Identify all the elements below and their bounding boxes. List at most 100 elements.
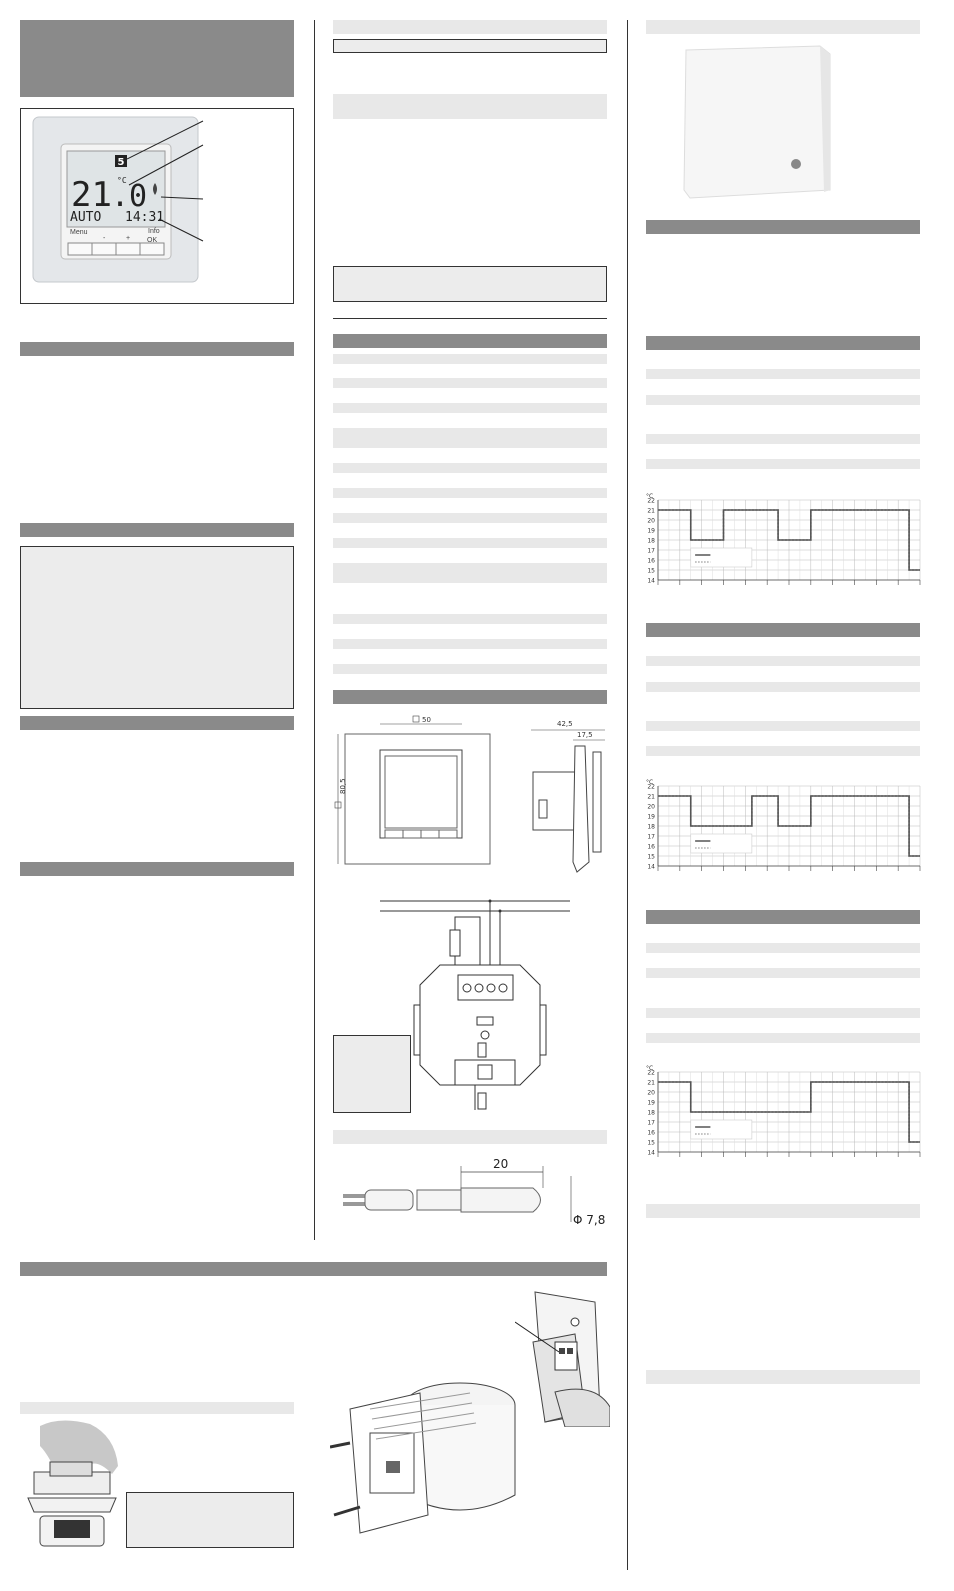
y-tick-label: 21 [647, 508, 655, 515]
y-tick-label: 19 [647, 814, 655, 821]
section-header-light [20, 1402, 294, 1414]
legend-box [690, 833, 753, 854]
divider-line [333, 318, 607, 319]
section-header [333, 334, 607, 348]
legend-box [690, 547, 753, 568]
y-tick-label: 14 [647, 864, 655, 871]
section-header [646, 336, 920, 350]
y-tick-label: 16 [647, 844, 655, 851]
y-tick-label: 22 [647, 1070, 655, 1077]
y-tick-label: 21 [647, 794, 655, 801]
table-row [646, 656, 920, 666]
front-width-label: 50 [422, 716, 431, 724]
menu-button[interactable] [67, 242, 93, 256]
section-header [646, 220, 920, 234]
sensor-box-image [683, 45, 831, 199]
y-tick-label: 20 [647, 1090, 655, 1097]
table-row [333, 563, 607, 583]
dimension-drawing-side: 42,5 17,5 [531, 720, 605, 873]
dimension-drawing-front: 50 80,5 [334, 715, 491, 865]
y-tick-label: 18 [647, 824, 655, 831]
y-tick-label: 18 [647, 1110, 655, 1117]
depth-frame-label: 17,5 [577, 731, 593, 739]
y-tick-label: 14 [647, 578, 655, 585]
y-tick-label: 17 [647, 1120, 655, 1127]
legend-box [333, 1035, 411, 1113]
section-header [20, 523, 294, 537]
y-tick-label: 20 [647, 804, 655, 811]
button-menu-label: Menu [70, 229, 88, 236]
section-header-light [333, 1130, 607, 1144]
table-row [333, 94, 607, 119]
section-header-light [646, 1370, 920, 1384]
y-axis-unit-label: °C [646, 1065, 653, 1072]
table-row [646, 721, 920, 731]
column-divider [627, 20, 628, 1570]
table-row [646, 943, 920, 953]
column-divider [314, 20, 315, 1240]
y-axis-unit-label: °C [646, 493, 653, 500]
table-header-box [333, 39, 607, 53]
temperature-integer: 21 [71, 175, 112, 215]
probe-drawing: 20 Φ 7,8 [343, 1157, 605, 1227]
mode-text: AUTO [70, 210, 101, 225]
y-tick-label: 22 [647, 498, 655, 505]
table-row [646, 395, 920, 405]
table-row [646, 369, 920, 379]
table-row [333, 513, 607, 523]
wiring-diagram [380, 899, 570, 1110]
table-row [646, 434, 920, 444]
device-photo-frame: 5 21 .0 °C AUTO 14:31 Menu Info OK - + [20, 108, 294, 304]
table-row [333, 378, 607, 388]
front-height-label: 80,5 [339, 778, 347, 794]
section-header [20, 862, 294, 876]
section-header [333, 690, 607, 704]
ok-button[interactable] [139, 242, 165, 256]
title-block [20, 20, 294, 97]
series-line [658, 509, 920, 571]
y-tick-label: 16 [647, 1130, 655, 1137]
flush-box-illustration [330, 1382, 516, 1534]
section-header-light [646, 1204, 920, 1218]
table-row [646, 459, 920, 469]
depth-total-label: 42,5 [557, 720, 573, 728]
y-tick-label: 17 [647, 548, 655, 555]
table-row [333, 639, 607, 649]
y-tick-label: 19 [647, 1100, 655, 1107]
table-row [646, 746, 920, 756]
legend-box [690, 1119, 753, 1140]
section-header [646, 623, 920, 637]
table-row [333, 428, 607, 448]
section-header-light [333, 20, 607, 34]
y-tick-label: 15 [647, 854, 655, 861]
table-row [333, 664, 607, 674]
installation-header [20, 1262, 607, 1276]
note-box [333, 266, 607, 302]
temperature-unit: °C [117, 176, 127, 185]
section-header-light [646, 20, 920, 34]
button-info-label: Info [148, 228, 160, 235]
y-tick-label: 21 [647, 1080, 655, 1087]
button-minus-label: - [103, 235, 106, 242]
section-header [20, 716, 294, 730]
y-tick-label: 22 [647, 784, 655, 791]
button-plus-label: + [126, 235, 130, 242]
button-ok-label: OK [147, 237, 157, 244]
plus-button[interactable] [115, 242, 141, 256]
section-header [20, 342, 294, 356]
thermostat-device-image: 5 21 .0 °C AUTO 14:31 Menu Info OK - + [32, 116, 204, 283]
probe-length-label: 20 [493, 1157, 508, 1171]
mode-number-text: 5 [118, 157, 125, 168]
table-row [333, 463, 607, 473]
y-tick-label: 15 [647, 1140, 655, 1147]
series-line [658, 795, 920, 857]
note-box [20, 546, 294, 709]
minus-button[interactable] [91, 242, 117, 256]
table-row [333, 488, 607, 498]
table-row [333, 354, 607, 364]
hand-removal-illustration [27, 1420, 118, 1547]
y-tick-label: 19 [647, 528, 655, 535]
y-tick-label: 18 [647, 538, 655, 545]
